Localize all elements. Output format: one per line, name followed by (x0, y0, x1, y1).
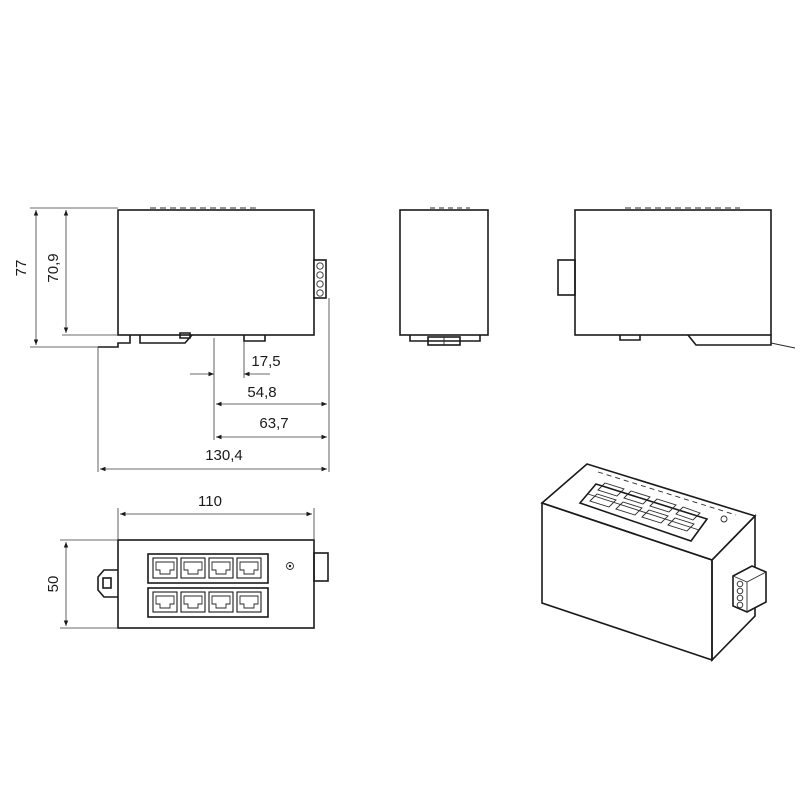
iso-top-face (540, 463, 757, 561)
dim-width: 110 (198, 493, 222, 510)
din-rail-clip-top (97, 569, 118, 598)
rj45-port (152, 591, 178, 613)
front-view-body (399, 209, 489, 336)
rj45-port (208, 591, 234, 613)
iso-terminal-block (732, 565, 767, 613)
top-view-dimensions: 110 50 (45, 493, 315, 629)
rj45-ports-lower (152, 591, 262, 613)
terminal-block-side (313, 259, 327, 299)
iso-side-face (711, 514, 756, 662)
rj45-ports-upper (152, 557, 262, 579)
rj45-port (180, 591, 206, 613)
rj45-port (236, 591, 262, 613)
dim-thickness: 50 (45, 576, 62, 593)
iso-status-led (720, 515, 728, 523)
iso-front-face (541, 501, 713, 662)
rj45-port (236, 557, 262, 579)
dim-depth-17-5: 17,5 (251, 353, 280, 370)
top-view-body (117, 539, 315, 629)
terminal-block-top (313, 552, 329, 582)
status-led (286, 562, 294, 570)
front-view (399, 207, 489, 346)
side-view (98, 207, 327, 348)
height-dimensions: 77 70,9 (13, 207, 118, 348)
dim-depth-63-7: 63,7 (259, 415, 288, 432)
dim-height-total: 77 (13, 260, 30, 277)
depth-dimensions: 17,5 54,8 63,7 130,4 (97, 298, 330, 472)
port-row-lower (147, 587, 269, 618)
rear-view (557, 207, 796, 349)
dim-depth-54-8: 54,8 (247, 384, 276, 401)
dim-depth-total: 130,4 (205, 447, 243, 464)
terminal-block-rear (557, 259, 576, 296)
rj45-port (152, 557, 178, 579)
rj45-port (208, 557, 234, 579)
din-rail-clip (98, 334, 193, 348)
top-view (97, 539, 329, 629)
side-view-body (117, 209, 315, 336)
iso-port-block (578, 483, 709, 542)
dim-height-body: 70,9 (45, 253, 62, 282)
rj45-port (180, 557, 206, 579)
iso-rj45-ports (589, 482, 701, 532)
isometric-view (540, 463, 767, 662)
rear-view-body (574, 209, 772, 336)
port-row-upper (147, 553, 269, 584)
